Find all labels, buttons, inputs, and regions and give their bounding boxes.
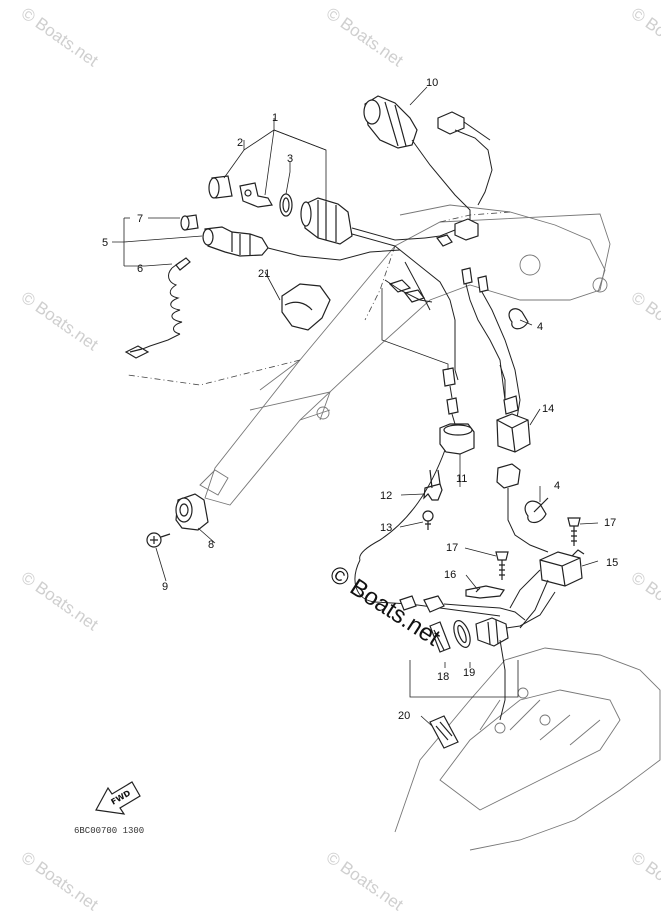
watermark-text: © Boats.net: [18, 4, 102, 71]
stop-switch-assembly: [124, 214, 401, 359]
callout-12: 12: [380, 490, 392, 502]
main-switch: [302, 197, 353, 245]
callout-5: 5: [102, 237, 108, 249]
callout-13: 13: [380, 522, 392, 534]
seal-ring: [453, 620, 471, 648]
watermark-text: © Boats.net: [18, 848, 102, 913]
callout-16: 16: [444, 569, 456, 581]
watermark-text: © Boats.net: [18, 288, 102, 355]
watermark-text: © Boats.net: [628, 568, 661, 635]
callout-20: 20: [398, 710, 410, 722]
watermark-text: © Boats.net: [323, 4, 407, 71]
watermark-text: © Boats.net: [628, 848, 661, 913]
callout-21: 21: [258, 268, 270, 280]
watermark-text: © Boats.net: [628, 288, 661, 355]
drawing-code: 6BC00700 1300: [74, 826, 144, 836]
callout-18: 18: [437, 671, 449, 683]
rectifier: [539, 551, 583, 587]
fwd-arrow-icon: FWD: [95, 781, 141, 815]
callout-14: 14: [542, 403, 554, 415]
rubber-seal: [429, 621, 451, 653]
callout-9: 9: [162, 581, 168, 593]
callout-3: 3: [287, 153, 293, 165]
callout-11: 11: [456, 473, 467, 485]
callout-7: 7: [137, 213, 143, 225]
callout-4: 4: [537, 321, 543, 333]
bracket-and-screw: [422, 469, 443, 530]
callout-17: 17: [604, 517, 616, 529]
callout-2: 2: [237, 137, 243, 149]
harness-wiring: [384, 218, 521, 455]
grip-cover: [281, 283, 331, 331]
grommet-and-screw: [146, 493, 209, 548]
leader-lines: [112, 86, 599, 727]
screw: [422, 510, 434, 522]
watermarks: © Boats.net © Boats.net © Boats.net © Bo…: [18, 4, 661, 913]
watermark-text: © Boats.net: [628, 4, 661, 71]
key-switch-assembly: [208, 175, 426, 247]
watermark-text: © Boats.net: [18, 568, 102, 635]
callout-labels: 1 2 3 4 4 5 6 7 8 9 10 11 12 13 14 15 16…: [102, 77, 618, 722]
callout-1: 1: [272, 112, 278, 124]
callout-19: 19: [463, 667, 475, 679]
cable-clamps: [508, 308, 549, 524]
caution-label: [429, 715, 459, 749]
callout-8: 8: [208, 539, 214, 551]
lanyard-cord: [168, 267, 183, 335]
callout-17: 17: [446, 542, 458, 554]
tapping-screw: [567, 517, 581, 527]
ghost-structures: [127, 204, 661, 851]
callout-6: 6: [137, 263, 143, 275]
stop-switch: [204, 226, 269, 257]
callout-10: 10: [426, 77, 438, 89]
relay-connector: [496, 364, 549, 553]
lower-harness: [354, 449, 585, 749]
ignition-key: [239, 182, 273, 208]
tapping-screw: [495, 551, 509, 561]
callout-15: 15: [606, 557, 618, 569]
lanyard-clip: [124, 345, 150, 359]
callout-4: 4: [554, 480, 560, 492]
wire-clip: [465, 585, 505, 599]
bracket: [423, 483, 443, 501]
harness-connector: [363, 95, 493, 225]
o-ring: [279, 193, 293, 217]
watermark-text: © Boats.net: [323, 848, 407, 913]
